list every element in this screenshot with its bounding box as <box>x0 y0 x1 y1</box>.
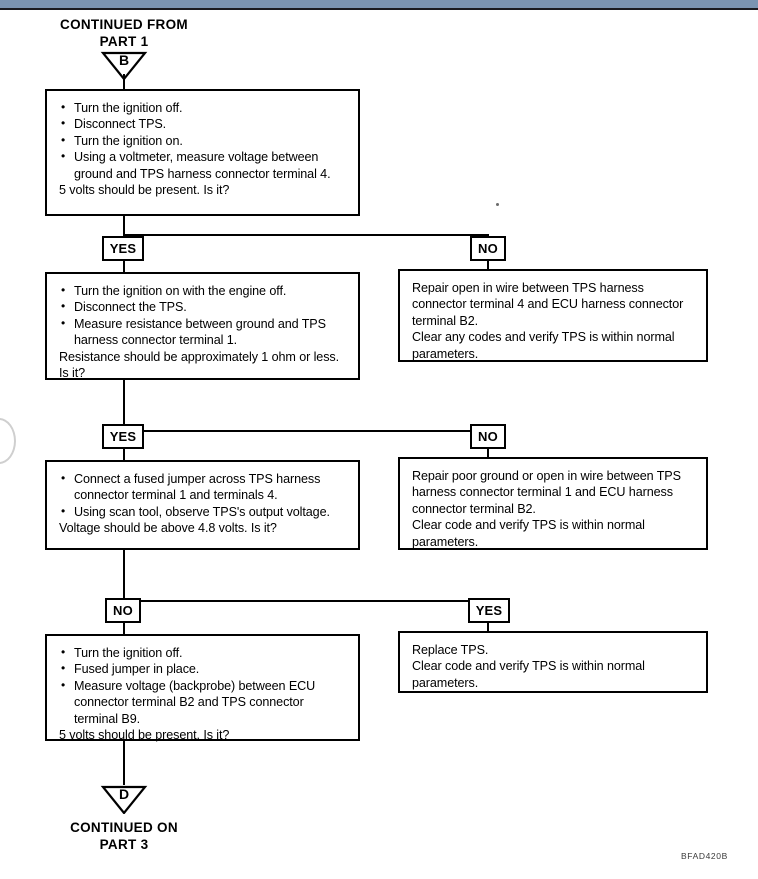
continued-from-heading: CONTINUED FROM PART 1 <box>52 16 196 50</box>
connector-b-letter: B <box>118 52 130 68</box>
outcome-2-box: Repair poor ground or open in wire betwe… <box>398 457 708 550</box>
connector-d-triangle <box>100 785 148 814</box>
branch-2-yes-label: YES <box>109 429 137 444</box>
step-1-box: Turn the ignition off. Disconnect TPS. T… <box>45 89 360 216</box>
outcome-1-line-2: terminal B2. <box>412 313 478 328</box>
outcome-1-box: Repair open in wire between TPS harness … <box>398 269 708 362</box>
outcome-3-line-1: Clear code and verify TPS is within norm… <box>412 659 645 674</box>
line-step1-down <box>123 216 125 236</box>
step-3-line-1: connector terminal 1 and terminals 4. <box>74 488 278 503</box>
step-2-line-2: Measure resistance between ground and TP… <box>59 315 348 332</box>
continued-on-line1: CONTINUED ON <box>70 820 178 835</box>
line-connector-b-to-step1 <box>123 74 125 91</box>
continued-on-line2: PART 3 <box>99 837 149 852</box>
branch-3-no-tag[interactable]: NO <box>105 598 141 623</box>
line-branch1-no-to-outcome1 <box>487 260 489 270</box>
connector-d-letter: D <box>118 786 130 802</box>
line-step3-down <box>123 550 125 602</box>
outcome-2-line-4: parameters. <box>412 534 479 549</box>
step-2-box: Turn the ignition on with the engine off… <box>45 272 360 380</box>
step-4-line-5: 5 volts should be present. Is it? <box>59 728 230 743</box>
figure-code: BFAD420B <box>681 851 728 861</box>
step-3-line-3: Voltage should be above 4.8 volts. Is it… <box>59 521 277 536</box>
step-1-line-5: 5 volts should be present. Is it? <box>59 183 230 198</box>
continued-from-line1: CONTINUED FROM <box>60 17 188 32</box>
scan-edge-artifact <box>0 418 16 464</box>
step-4-line-1: Fused jumper in place. <box>59 660 348 677</box>
step-2-line-4: Resistance should be approximately 1 ohm… <box>59 349 340 364</box>
line-step2-down <box>123 380 125 432</box>
outcome-1-line-3: Clear any codes and verify TPS is within… <box>412 330 675 345</box>
line-branch1-yes-to-step2 <box>123 260 125 273</box>
step-3-box: Connect a fused jumper across TPS harnes… <box>45 460 360 550</box>
branch-2-no-label: NO <box>478 429 498 444</box>
line-branch2-horizontal <box>123 430 489 432</box>
outcome-3-line-2: parameters. <box>412 675 479 690</box>
branch-1-yes-tag[interactable]: YES <box>102 236 144 261</box>
step-4-line-3: connector terminal B2 and TPS connector <box>74 695 304 710</box>
connector-d: D <box>100 784 148 824</box>
branch-1-no-tag[interactable]: NO <box>470 236 506 261</box>
step-1-line-2: Turn the ignition on. <box>59 132 348 149</box>
step-3-line-0: Connect a fused jumper across TPS harnes… <box>59 470 348 487</box>
connector-b: B <box>100 50 148 90</box>
step-2-line-5: Is it? <box>59 366 85 381</box>
branch-1-no-label: NO <box>478 241 498 256</box>
step-2-line-0: Turn the ignition on with the engine off… <box>59 282 348 299</box>
outcome-2-line-1: harness connector terminal 1 and ECU har… <box>412 485 673 500</box>
step-4-line-0: Turn the ignition off. <box>59 644 348 661</box>
scan-speck-artifact <box>496 203 499 206</box>
outcome-3-box: Replace TPS. Clear code and verify TPS i… <box>398 631 708 693</box>
branch-3-no-label: NO <box>113 603 133 618</box>
step-2-line-3: harness connector terminal 1. <box>74 333 238 348</box>
step-2-line-1: Disconnect the TPS. <box>59 298 348 315</box>
continued-on-heading: CONTINUED ON PART 3 <box>52 819 196 853</box>
step-3-line-2: Using scan tool, observe TPS's output vo… <box>59 503 348 520</box>
outcome-2-line-2: connector terminal B2. <box>412 501 536 516</box>
step-1-line-1: Disconnect TPS. <box>59 115 348 132</box>
step-4-box: Turn the ignition off. Fused jumper in p… <box>45 634 360 743</box>
outcome-1-line-0: Repair open in wire between TPS harness <box>412 281 644 295</box>
step-1-line-4: ground and TPS harness connector termina… <box>74 166 331 181</box>
outcome-3-line-0: Replace TPS. <box>412 643 489 657</box>
outcome-2-line-3: Clear code and verify TPS is within norm… <box>412 518 645 533</box>
line-branch3-no-to-step4 <box>123 622 125 635</box>
scan-header-bar <box>0 0 758 10</box>
branch-2-no-tag[interactable]: NO <box>470 424 506 449</box>
line-branch2-no-to-outcome2 <box>487 448 489 458</box>
connector-b-triangle <box>100 51 148 80</box>
line-branch1-horizontal <box>123 234 489 236</box>
step-1-line-0: Turn the ignition off. <box>59 99 348 116</box>
line-step4-to-connector-d <box>123 741 125 785</box>
branch-3-yes-tag[interactable]: YES <box>468 598 510 623</box>
line-branch3-yes-to-outcome3 <box>487 622 489 632</box>
continued-from-line2: PART 1 <box>99 34 149 49</box>
outcome-2-line-0: Repair poor ground or open in wire betwe… <box>412 469 681 483</box>
line-branch3-horizontal <box>123 600 489 602</box>
outcome-1-line-1: connector terminal 4 and ECU harness con… <box>412 297 684 312</box>
branch-1-yes-label: YES <box>109 241 137 256</box>
branch-2-yes-tag[interactable]: YES <box>102 424 144 449</box>
branch-3-yes-label: YES <box>475 603 503 618</box>
step-4-line-2: Measure voltage (backprobe) between ECU <box>59 677 348 694</box>
step-1-line-3: Using a voltmeter, measure voltage betwe… <box>59 148 348 165</box>
line-branch2-yes-to-step3 <box>123 448 125 461</box>
outcome-1-line-4: parameters. <box>412 346 479 361</box>
step-4-line-4: terminal B9. <box>74 711 140 726</box>
